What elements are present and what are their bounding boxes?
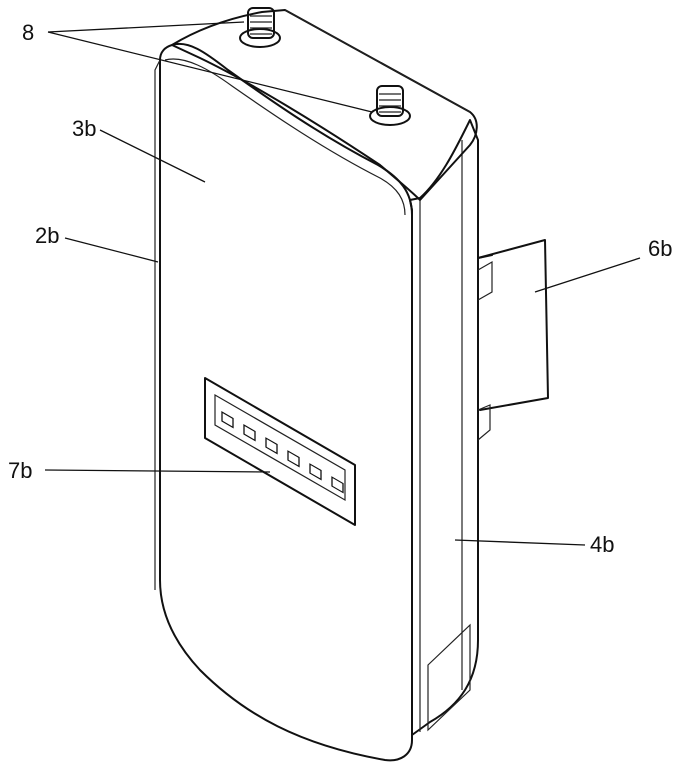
led-panel — [204, 377, 356, 526]
label-mounting-bracket: 6b — [648, 236, 672, 261]
antenna-connector-right — [369, 85, 411, 126]
label-front-cover: 3b — [72, 116, 96, 141]
label-led-panel: 7b — [8, 458, 32, 483]
top-face — [171, 9, 478, 201]
label-antenna-connectors: 8 — [22, 20, 34, 45]
led-indicator — [287, 450, 300, 468]
antenna-connector-left — [239, 7, 281, 48]
led-indicator — [265, 437, 278, 455]
led-indicator — [309, 463, 322, 481]
label-side-housing: 4b — [590, 532, 614, 557]
led-indicator — [243, 424, 256, 442]
leader-lines — [44, 21, 641, 546]
front-cover — [154, 42, 413, 762]
led-indicator — [331, 476, 344, 494]
led-indicator — [221, 411, 234, 429]
mounting-bracket — [477, 239, 549, 441]
side-housing — [409, 119, 479, 736]
label-housing-edge: 2b — [35, 223, 59, 248]
